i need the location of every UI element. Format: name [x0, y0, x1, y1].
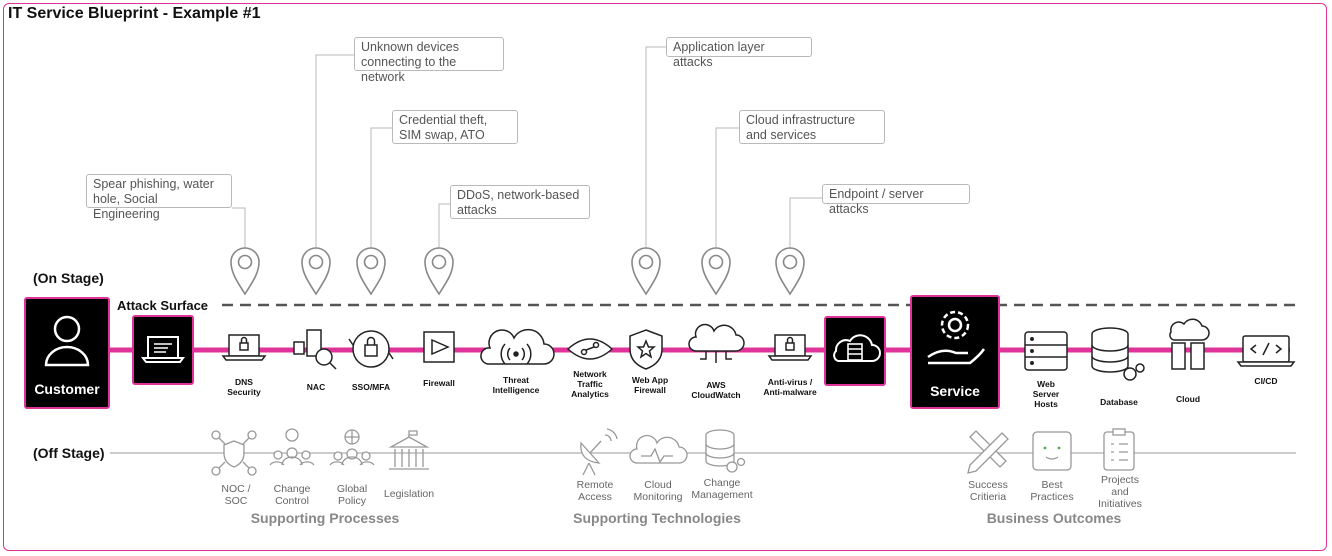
- item-label-nta: Network Traffic Analytics: [571, 369, 609, 399]
- leader-phishing: [232, 207, 246, 250]
- service-box[interactable]: Service: [910, 295, 1000, 409]
- item-label-waf: Web App Firewall: [631, 375, 669, 395]
- blueprint-frame: [3, 3, 1327, 551]
- cloud-network-icon: [688, 323, 745, 363]
- item-label-sso: SSO/MFA: [351, 382, 391, 392]
- callout-unknown-devices: Unknown devices connecting to the networ…: [354, 37, 504, 84]
- customer-label: Customer: [34, 381, 100, 397]
- item-label-dns: DNS Security: [227, 377, 261, 397]
- tech-label-cloudmon: Cloud Monitoring: [633, 479, 683, 503]
- server-icon: [1024, 331, 1068, 371]
- process-label-noc: NOC / SOC: [221, 483, 251, 507]
- team-gear-icon: [269, 428, 315, 466]
- item-label-threat: Threat Intelligence: [492, 375, 540, 395]
- service-label: Service: [930, 383, 980, 399]
- callout-application: Application layer attacks: [666, 37, 812, 69]
- map-pin-icon: [631, 247, 661, 296]
- leader-unknown: [315, 54, 356, 250]
- leader-credential: [370, 127, 392, 250]
- smile-card-icon: [1032, 431, 1072, 471]
- item-label-av: Anti-virus / Anti-malware: [763, 377, 817, 397]
- callout-ddos: DDoS, network-based attacks: [450, 185, 590, 219]
- page-title: IT Service Blueprint - Example #1: [8, 5, 261, 22]
- callout-credential-theft: Credential theft, SIM swap, ATO: [392, 110, 518, 144]
- item-label-web: Web Server Hosts: [1032, 379, 1060, 409]
- eye-network-icon: [566, 338, 614, 360]
- nac-search-icon: [293, 329, 337, 370]
- user-icon: [44, 315, 90, 367]
- map-pin-icon: [424, 247, 454, 296]
- map-pin-icon: [775, 247, 805, 296]
- process-label-policy: Global Policy: [336, 483, 368, 507]
- satellite-dish-icon: [580, 428, 618, 476]
- item-label-nac: NAC: [306, 382, 326, 392]
- off-stage-label: (Off Stage): [33, 445, 105, 461]
- team-globe-icon: [329, 429, 375, 466]
- play-icon: [423, 331, 455, 363]
- callout-cloud-infra: Cloud infrastructure and services: [739, 110, 885, 144]
- tech-label-remote: Remote Access: [576, 479, 614, 503]
- customer-device-box[interactable]: [132, 315, 194, 385]
- supporting-technologies-title: Supporting Technologies: [573, 510, 741, 526]
- leader-cloudinfra: [715, 127, 739, 250]
- on-stage-label: (On Stage): [33, 270, 104, 286]
- laptop-lock-icon: [767, 334, 813, 361]
- code-laptop-icon: [1236, 335, 1296, 367]
- courthouse-icon: [388, 430, 430, 470]
- item-label-firewall: Firewall: [423, 378, 455, 388]
- item-label-cicd: CI/CD: [1254, 376, 1278, 386]
- shield-network-icon: [211, 430, 257, 476]
- leader-ddos: [438, 203, 450, 250]
- process-label-legislation: Legislation: [383, 488, 435, 500]
- leader-app: [645, 46, 667, 250]
- map-pin-icon: [230, 247, 260, 296]
- item-label-database: Database: [1100, 397, 1138, 407]
- cloud-servers-icon: [1169, 318, 1210, 370]
- cloud-monitor-icon: [629, 434, 688, 464]
- outcome-label-success: Success Critieria: [968, 479, 1008, 503]
- pins: [230, 247, 805, 296]
- clipboard-list-icon: [1103, 428, 1135, 471]
- shield-star-icon: [629, 329, 663, 370]
- cloud-service-box[interactable]: [824, 316, 886, 386]
- customer-box[interactable]: Customer: [24, 297, 110, 409]
- database-gear-icon: [705, 429, 746, 473]
- map-pin-icon: [301, 247, 331, 296]
- laptop-lock-icon: [221, 334, 267, 361]
- map-pin-icon: [701, 247, 731, 296]
- callout-phishing: Spear phishing, water hole, Social Engin…: [86, 174, 232, 221]
- item-label-cloud: Cloud: [1175, 394, 1201, 404]
- supporting-processes-title: Supporting Processes: [250, 510, 400, 526]
- ruler-pencil-icon: [967, 430, 1009, 474]
- leader-endpoint: [789, 197, 822, 250]
- map-pin-icon: [356, 247, 386, 296]
- database-gear-icon: [1091, 327, 1145, 381]
- process-label-change: Change Control: [273, 483, 311, 507]
- callout-endpoint: Endpoint / server attacks: [822, 184, 970, 216]
- tech-label-change: Change Management: [691, 477, 753, 501]
- gear-hand-icon: [927, 310, 986, 365]
- outcome-label-practices: Best Practices: [1030, 479, 1074, 503]
- cloud-server-icon: [833, 334, 881, 362]
- lock-refresh-icon: [348, 330, 394, 368]
- attack-surface-label: Attack Surface: [117, 298, 209, 313]
- outcome-label-projects: Projects and Initiatives: [1098, 474, 1142, 510]
- item-label-aws: AWS CloudWatch: [691, 380, 741, 400]
- laptop-icon: [141, 336, 185, 363]
- cloud-signal-icon: [480, 328, 555, 365]
- business-outcomes-title: Business Outcomes: [986, 510, 1122, 526]
